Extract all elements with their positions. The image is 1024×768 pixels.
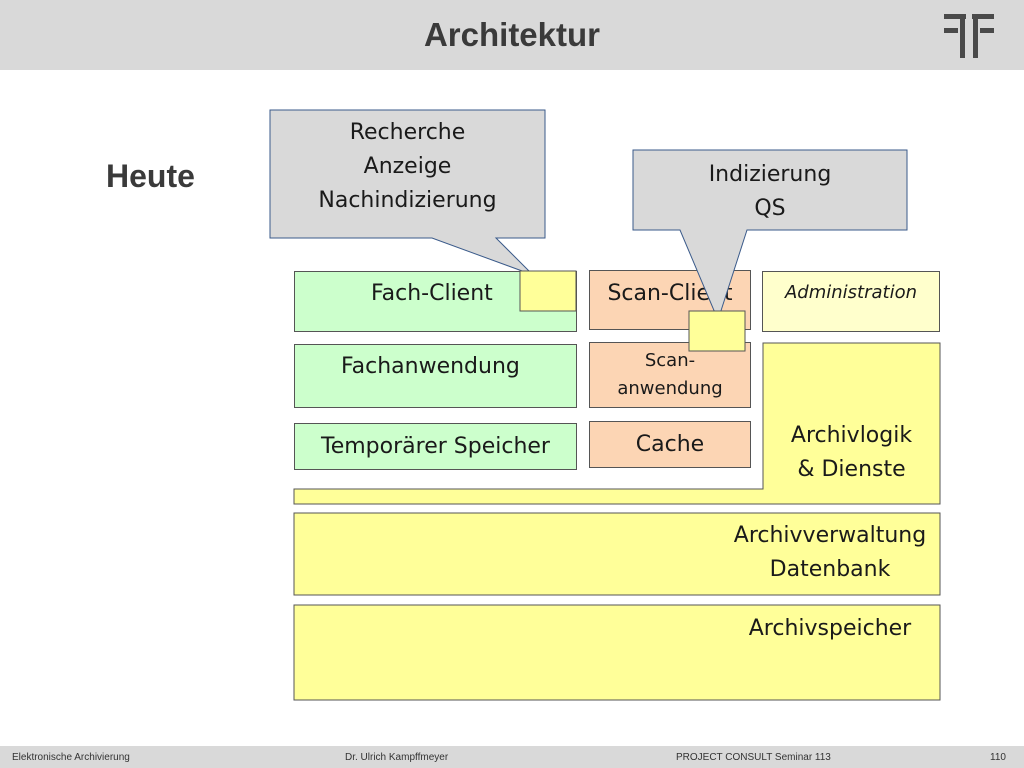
callout-left-line-1: Recherche: [349, 120, 466, 145]
footer-bar: Elektronische Archivierung Dr. Ulrich Ka…: [0, 746, 1024, 768]
archivlogik-text: Archivlogik & Dienste: [763, 420, 940, 486]
page-title: Architektur: [423, 16, 601, 53]
archivverwaltung-shape: [293, 512, 941, 596]
subtitle-heute: Heute: [106, 158, 195, 194]
temp-speicher-box: Temporärer Speicher: [294, 423, 577, 470]
callout-left-text: Recherche Anzeige Nachindizierung: [270, 116, 545, 218]
callout-right-bubble: [632, 149, 908, 322]
archivverwaltung-text: Archivverwaltung Datenbank: [700, 518, 960, 588]
callout-right-anchor: [688, 310, 746, 352]
callout-right-line-1: Indizierung: [708, 162, 832, 187]
footer-center: Dr. Ulrich Kampffmeyer: [345, 752, 449, 763]
footer-right: PROJECT CONSULT Seminar 113: [676, 752, 831, 763]
cache-box: Cache: [589, 421, 751, 468]
callout-left-anchor: [519, 270, 577, 312]
archivverwaltung-label-2: Datenbank: [769, 557, 891, 582]
footer-left: Elektronische Archivierung: [12, 752, 130, 763]
cache-label: Cache: [635, 432, 705, 457]
callout-right-text: Indizierung QS: [633, 158, 907, 226]
scan-anwendung-box: Scan- anwendung: [589, 342, 751, 408]
callout-right-line-2: QS: [754, 196, 786, 221]
administration-label: Administration: [784, 282, 918, 303]
scan-anwendung-label-1: Scan-: [644, 350, 696, 371]
scan-anwendung-label-2: anwendung: [617, 378, 723, 399]
project-consult-logo-icon: [944, 14, 994, 58]
callout-left-line-3: Nachindizierung: [318, 188, 497, 213]
header-bar: Architektur: [0, 0, 1024, 70]
administration-box: Administration: [762, 271, 940, 332]
archivspeicher-shape: [293, 604, 941, 701]
callout-left-bubble: [269, 109, 546, 276]
fach-client-label: Fach-Client: [371, 281, 493, 306]
archivlogik-label-1: Archivlogik: [790, 423, 913, 448]
fachanwendung-box: Fachanwendung: [294, 344, 577, 408]
temp-speicher-label: Temporärer Speicher: [321, 434, 550, 459]
archivlogik-shape: [293, 342, 941, 505]
footer-page-number: 110: [990, 752, 1006, 763]
archivspeicher-text: Archivspeicher: [720, 610, 940, 646]
archivspeicher-label: Archivspeicher: [748, 615, 912, 641]
archivlogik-label-2: & Dienste: [797, 457, 906, 482]
archivverwaltung-label-1: Archivverwaltung: [733, 523, 927, 548]
fachanwendung-label: Fachanwendung: [341, 354, 520, 379]
callout-left-line-2: Anzeige: [363, 154, 452, 179]
